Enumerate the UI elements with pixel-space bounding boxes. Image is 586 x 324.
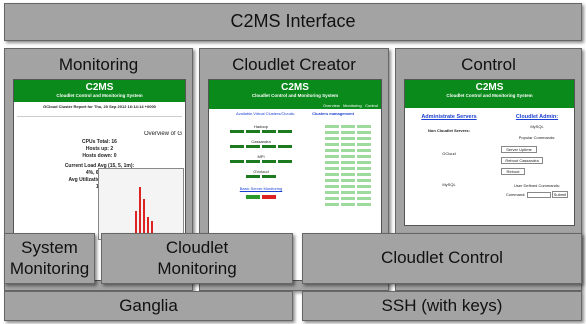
load-chart-bar (143, 199, 145, 239)
monitoring-panel: Monitoring C2MS Cloudlet Control and Mon… (4, 48, 193, 291)
system-monitoring-box: System Monitoring (4, 233, 95, 284)
status-indicators (212, 195, 310, 200)
basic-monitoring-link[interactable]: Basic Server Monitoring (239, 186, 283, 191)
submit-button[interactable]: Submit (551, 191, 569, 199)
cluster-group-mpi: MPI (212, 154, 310, 165)
stat-hosts-up-label: Hosts up: (85, 146, 109, 152)
gcloud-label: GCloud (442, 151, 456, 156)
control-screen-header: C2MS Cloudlet Control and Monitoring Sys… (405, 80, 574, 108)
stat-hosts-down-label: Hosts down: (82, 153, 113, 159)
cluster-group-hadoop: Hadoop (212, 124, 310, 135)
non-cloudlet-label: Non Cloudlet Servers: (427, 128, 470, 133)
page-title: C2MS Interface (230, 11, 356, 32)
stat-hosts-up: Hosts up: 2 (17, 146, 182, 152)
stat-hosts-down-value: 0 (113, 153, 117, 159)
stat-cpus-total-label: CPUs Total: (82, 139, 110, 145)
cloudlet-admin-link[interactable]: Cloudlet Admin: (515, 114, 559, 120)
mysql-label: MySQL (530, 124, 544, 129)
stat-cpus-total: CPUs Total: 16 (17, 139, 182, 145)
monitoring-controls (17, 111, 182, 117)
stat-load-avg: Current Load Avg (15, 5, 1m): (64, 163, 135, 169)
reboot-cassandra-button[interactable]: Reboot Cassandra (501, 157, 543, 164)
creator-screen-brand: C2MS (281, 82, 309, 93)
cloudlet-control-box: Cloudlet Control (302, 233, 582, 284)
control-screen-brand: C2MS (475, 82, 504, 93)
monitoring-screen-brand: C2MS (85, 82, 114, 93)
cloudlet-monitoring-box: Cloudlet Monitoring (101, 233, 293, 284)
control-screenshot: C2MS Cloudlet Control and Monitoring Sys… (404, 79, 575, 226)
cluster-management-grid (317, 124, 379, 208)
monitoring-screen-subtitle: Cloudlet Control and Monitoring System (56, 93, 143, 98)
ganglia-label: Ganglia (119, 295, 178, 315)
creator-panel: Cloudlet Creator C2MS Cloudlet Control a… (199, 48, 389, 291)
load-chart-bar (139, 187, 141, 239)
monitoring-panel-title: Monitoring (58, 55, 139, 74)
cluster-group-gvcloud: GVcloud (212, 169, 310, 180)
administrate-servers-link[interactable]: Administrate Servers (421, 114, 477, 120)
load-chart-bar (147, 217, 149, 239)
load-chart-bar (151, 221, 153, 239)
cluster-group-label: Cassandra (251, 139, 271, 144)
reboot-button[interactable]: Reboot (501, 168, 525, 175)
tab-overview[interactable]: Overview (323, 103, 340, 108)
cluster-group-label: MPI (257, 154, 265, 159)
command-row: Command: Submit (501, 191, 573, 199)
creator-screen-subtitle: Cloudlet Control and Monitoring System (251, 93, 339, 98)
creator-section-titles: Available Virtual Clusters/Clouds: Clust… (212, 111, 378, 116)
creator-screen-header: C2MS Cloudlet Control and Monitoring Sys… (209, 80, 381, 102)
popular-commands-label: Popular Commands: (518, 135, 556, 140)
monitoring-overview: Overview of G (143, 131, 182, 137)
creator-tabs: Overview Monitoring Control (209, 102, 381, 109)
server-uptime-button[interactable]: Server Uptime (501, 146, 537, 153)
cluster-group-cassandra: Cassandra (212, 139, 310, 150)
cluster-group-label: Hadoop (253, 124, 268, 129)
ssh-box: SSH (with keys) (302, 291, 582, 321)
creator-screenshot: C2MS Cloudlet Control and Monitoring Sys… (208, 79, 382, 281)
stat-hosts-down: Hosts down: 0 (17, 153, 182, 159)
command-label: Command: (505, 192, 526, 198)
tab-control[interactable]: Control (365, 103, 378, 108)
command-input[interactable] (526, 192, 551, 198)
load-chart (98, 168, 184, 240)
title-banner: C2MS Interface (4, 3, 582, 41)
stat-hosts-up-value: 2 (110, 146, 114, 152)
cluster-groups: Hadoop Cassandra MPI GVcloud Basic Serve… (212, 124, 310, 200)
cloudlet-monitoring-label: Cloudlet Monitoring (157, 238, 237, 278)
user-defined-label: User Defined Commands: (513, 183, 561, 188)
ssh-label: SSH (with keys) (381, 295, 503, 315)
available-clusters-title[interactable]: Available Virtual Clusters/Clouds: (236, 111, 296, 116)
mysql-label-left: MySQL (442, 182, 456, 187)
control-panel-title: Control (461, 55, 516, 74)
stat-cpus-total-value: 16 (111, 139, 117, 145)
ganglia-box: Ganglia (4, 291, 293, 321)
creator-panel-title: Cloudlet Creator (232, 55, 356, 74)
control-screen-subtitle: Cloudlet Control and Monitoring System (446, 93, 533, 98)
cloudlet-control-label: Cloudlet Control (381, 248, 503, 268)
clusters-management-title: Clusters management (312, 111, 354, 116)
monitoring-screen-header: C2MS Cloudlet Control and Monitoring Sys… (14, 80, 185, 102)
tab-monitoring[interactable]: Monitoring (343, 103, 362, 108)
monitoring-report-line: GCloud Cluster Report for Thu, 20 Sep 20… (43, 104, 156, 109)
cluster-group-label: GVcloud (253, 169, 269, 174)
load-chart-bar (135, 211, 137, 239)
system-monitoring-label: System Monitoring (9, 238, 90, 278)
